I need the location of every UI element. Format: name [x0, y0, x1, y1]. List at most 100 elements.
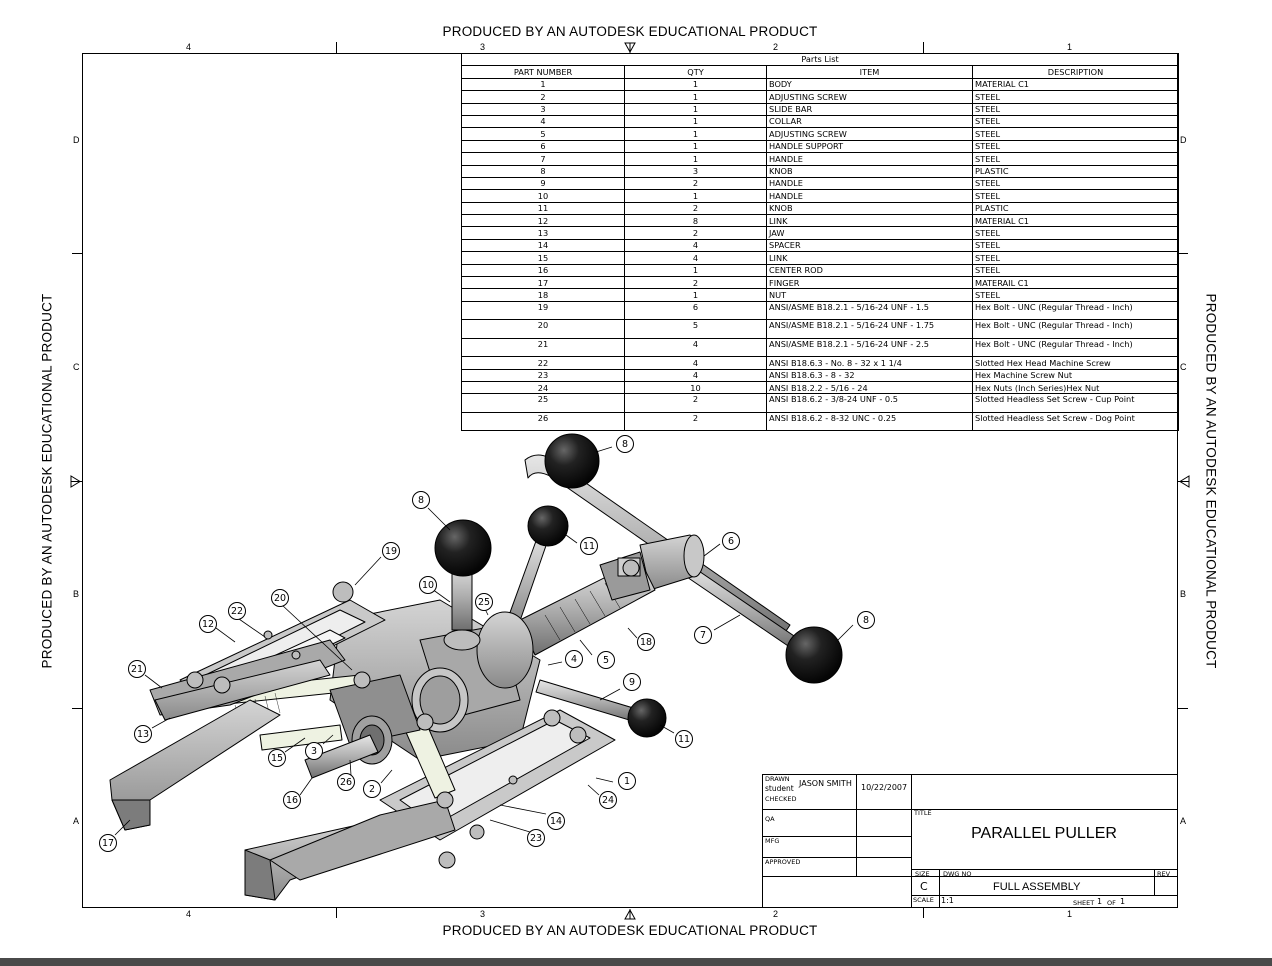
- rev-label: REV: [1157, 870, 1171, 878]
- balloon-callout: 20: [271, 589, 289, 607]
- qty-cell: 1: [624, 127, 767, 141]
- watermark-left: PRODUCED BY AN AUTODESK EDUCATIONAL PROD…: [39, 293, 55, 669]
- part-number-cell: 19: [461, 300, 625, 321]
- balloon-callout: 15: [268, 749, 286, 767]
- item-cell: CENTER ROD: [766, 263, 973, 278]
- title-block: DRAWN student JASON SMITH 10/22/2007 CHE…: [762, 774, 1178, 908]
- qty-cell: 2: [624, 226, 767, 240]
- qty-cell: 1: [624, 114, 767, 129]
- zone-row-a-right: A: [1180, 816, 1187, 826]
- description-cell: Hex Bolt - UNC (Regular Thread - Inch): [971, 337, 1180, 358]
- item-cell: LINK: [766, 251, 973, 265]
- zone-col-4-bottom: 4: [186, 909, 192, 919]
- dwg-no-value: FULL ASSEMBLY: [993, 881, 1081, 893]
- item-cell: HANDLE: [766, 176, 973, 191]
- zone-row-d-left: D: [73, 135, 80, 145]
- item-cell: ANSI B18.6.3 - 8 - 32: [766, 368, 973, 383]
- balloon-callout: 4: [565, 650, 583, 668]
- qty-cell: 1: [624, 189, 767, 203]
- part-number-cell: 21: [461, 337, 625, 358]
- part-number-cell: 23: [461, 368, 625, 383]
- balloon-callout: 21: [128, 660, 146, 678]
- part-number-cell: 20: [461, 319, 625, 339]
- zone-row-a-left: A: [73, 816, 80, 826]
- zone-tick: [336, 42, 337, 53]
- part-number-cell: 22: [461, 356, 625, 370]
- item-cell: SPACER: [766, 238, 973, 253]
- description-cell: MATERIAL C1: [971, 77, 1180, 92]
- drawn-by-name: JASON SMITH: [799, 779, 852, 788]
- zone-tick: [1178, 253, 1188, 254]
- checked-label: CHECKED: [765, 795, 797, 803]
- part-number-cell: 14: [461, 238, 625, 253]
- item-cell: HANDLE SUPPORT: [766, 139, 973, 154]
- zone-row-c-right: C: [1180, 362, 1187, 372]
- balloon-callout: 25: [475, 593, 493, 611]
- description-cell: STEEL: [971, 251, 1180, 265]
- balloon-callout: 18: [637, 633, 655, 651]
- balloon-callout: 12: [199, 615, 217, 633]
- zone-tick: [72, 708, 82, 709]
- qty-cell: 5: [624, 319, 767, 339]
- balloon-callout: 23: [527, 829, 545, 847]
- description-cell: STEEL: [971, 176, 1180, 191]
- center-mark-top: [624, 42, 636, 54]
- center-mark-right: [1178, 475, 1190, 488]
- part-number-cell: 7: [461, 152, 625, 166]
- balloon-callout: 5: [597, 651, 615, 669]
- part-number-cell: 15: [461, 251, 625, 265]
- zone-col-3-bottom: 3: [480, 909, 486, 919]
- qty-cell: 2: [624, 176, 767, 191]
- size-label: SIZE: [915, 870, 930, 878]
- qty-cell: 8: [624, 214, 767, 228]
- balloon-callout: 16: [283, 791, 301, 809]
- zone-col-2-bottom: 2: [773, 909, 779, 919]
- description-cell: Hex Machine Screw Nut: [971, 368, 1180, 383]
- item-cell: HANDLE: [766, 189, 973, 203]
- balloon-callout: 26: [337, 773, 355, 791]
- center-mark-bottom: [624, 908, 636, 920]
- balloon-callout: 6: [722, 532, 740, 550]
- scale-label: SCALE: [913, 896, 934, 904]
- qty-cell: 1: [624, 288, 767, 302]
- drawn-date: 10/22/2007: [861, 783, 908, 792]
- parts-list-table: Parts List PART NUMBER QTY ITEM DESCRIPT…: [460, 52, 1180, 432]
- zone-tick: [923, 42, 924, 53]
- description-cell: Hex Bolt - UNC (Regular Thread - Inch): [971, 319, 1180, 339]
- balloon-callout: 8: [412, 491, 430, 509]
- description-cell: Slotted Hex Head Machine Screw: [971, 356, 1180, 370]
- part-number-cell: 4: [461, 114, 625, 129]
- qa-label: QA: [765, 815, 775, 823]
- balloon-callout: 1: [618, 772, 636, 790]
- item-cell: ANSI B18.2.2 - 5/16 - 24: [766, 381, 973, 395]
- size-value: C: [920, 880, 928, 893]
- zone-tick: [72, 253, 82, 254]
- balloon-callout: 3: [305, 742, 323, 760]
- item-cell: ADJUSTING SCREW: [766, 90, 973, 104]
- description-cell: PLASTIC: [971, 164, 1180, 178]
- part-number-cell: 3: [461, 102, 625, 116]
- part-number-cell: 18: [461, 288, 625, 302]
- part-number-cell: 24: [461, 381, 625, 395]
- zone-col-3-top: 3: [480, 42, 486, 52]
- title-label: TITLE: [914, 809, 932, 817]
- part-number-cell: 13: [461, 226, 625, 240]
- description-cell: Slotted Headless Set Screw - Cup Point: [971, 393, 1180, 413]
- of-label: OF: [1107, 899, 1116, 907]
- part-number-cell: 11: [461, 201, 625, 216]
- zone-tick: [336, 908, 337, 918]
- description-cell: PLASTIC: [971, 201, 1180, 216]
- description-cell: STEEL: [971, 238, 1180, 253]
- qty-cell: 2: [624, 411, 767, 432]
- part-number-cell: 1: [461, 77, 625, 92]
- part-number-cell: 5: [461, 127, 625, 141]
